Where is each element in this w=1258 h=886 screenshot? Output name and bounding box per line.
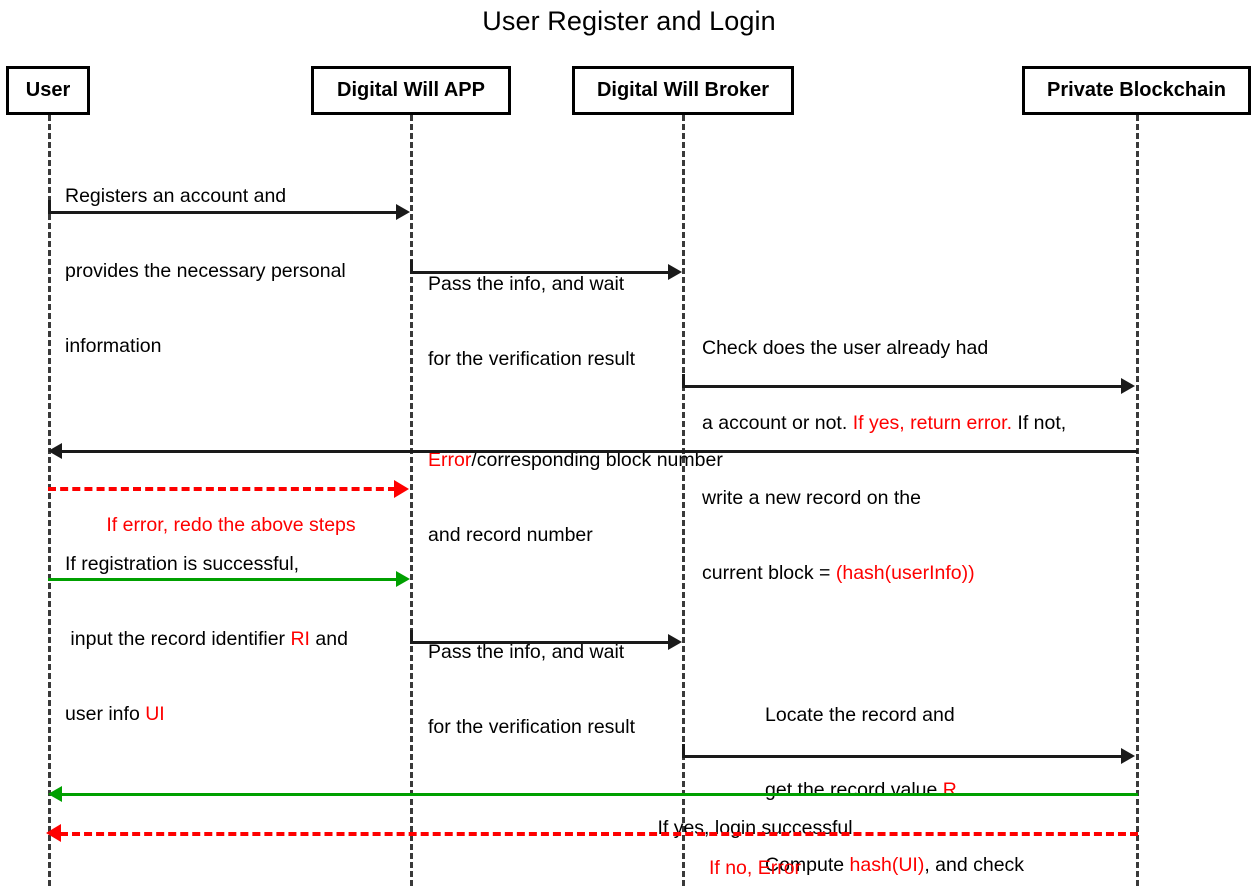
message-tail-m8 [682,744,685,756]
message-label-m3-line2: a account or not. If yes, return error. … [702,411,1066,436]
message-label-m1-line3: information [65,335,162,357]
message-label-m10-line1: If no, Error [708,857,802,879]
message-arrow-m8 [682,755,1123,758]
m6-l2-part-b: RI [290,628,310,650]
message-tail-m7 [410,630,413,642]
actor-label-user: User [25,79,71,101]
message-label-m3-line4: current block = (hash(userInfo)) [702,561,1066,586]
message-label-m5: If error, redo the above steps [56,463,406,588]
actor-box-app[interactable]: Digital Will APP [311,66,511,115]
message-label-m1-line2: provides the necessary personal [65,260,346,282]
message-arrow-m9 [62,793,1138,796]
m3-l4-part-b: (hash(userInfo)) [835,562,975,584]
message-arrow-m6 [48,578,398,581]
message-label-m4-line1: Error/corresponding block number [428,448,723,473]
message-arrowhead-m10 [46,824,61,842]
message-label-m8-line1: Locate the record and [765,704,955,726]
m3-l2-part-a: a account or not. [702,412,853,434]
m6-l2-part-a: input the record identifier [65,628,291,650]
message-arrow-m4 [62,450,1138,453]
message-label-m10: If no, Error [370,806,1140,886]
message-label-m2: Pass the info, and wait for the verifica… [428,222,635,422]
message-label-m6-line3: user info UI [65,702,348,727]
message-label-m4-line2: and record number [428,524,593,546]
message-label-m8-line3: Compute hash(UI), and check [765,853,1024,878]
message-label-m3-line1: Check does the user already had [702,337,989,359]
message-label-m6: If registration is successful, input the… [65,502,348,777]
m8-l3-part-a: Compute [765,854,850,876]
message-arrow-m2 [410,271,670,274]
m6-l3-part-a: user info [65,703,146,725]
message-label-m7: Pass the info, and wait for the verifica… [428,590,635,790]
lifeline-blockchain [1136,115,1139,886]
message-arrowhead-m4 [48,443,62,459]
message-label-m1-line1: Registers an account and [65,185,287,207]
message-tail-m3 [682,374,685,386]
actor-box-user[interactable]: User [6,66,90,115]
message-tail-m2 [410,260,413,272]
message-label-m2-line1: Pass the info, and wait [428,273,625,295]
message-label-m7-line1: Pass the info, and wait [428,641,625,663]
message-arrowhead-m9 [48,786,62,802]
message-arrowhead-m2 [668,264,682,280]
message-label-m6-line1: If registration is successful, [65,553,300,575]
m8-l2-part-c: . [956,779,963,801]
actor-label-blockchain: Private Blockchain [1047,79,1226,101]
message-label-m7-line2: for the verification result [428,716,636,738]
m3-l2-part-b: If yes, return error. [852,412,1012,434]
m8-l3-part-b: hash(UI) [849,854,925,876]
message-arrow-m7 [410,641,670,644]
message-arrowhead-m7 [668,634,682,650]
message-label-m5-line1: If error, redo the above steps [106,514,356,536]
m8-l3-part-c: , and check [924,854,1025,876]
lifeline-app [410,115,413,886]
message-label-m3-line3: write a new record on the [702,487,921,509]
actor-box-blockchain[interactable]: Private Blockchain [1022,66,1251,115]
page-title: User Register and Login [482,6,776,36]
message-arrowhead-m5 [394,480,409,498]
actor-box-broker[interactable]: Digital Will Broker [572,66,794,115]
actor-label-app: Digital Will APP [337,79,485,101]
message-arrowhead-m8 [1121,748,1135,764]
message-arrow-m3 [682,385,1123,388]
actor-label-broker: Digital Will Broker [596,79,770,101]
message-label-m4: Error/corresponding block number and rec… [428,398,723,598]
message-label-m3: Check does the user already had a accoun… [702,286,1066,636]
message-arrowhead-m3 [1121,378,1135,394]
lifeline-user [48,115,51,886]
m3-l4-part-a: current block = [702,562,836,584]
lifeline-broker [682,115,685,886]
message-arrow-m5 [48,487,396,491]
message-label-m1: Registers an account and provides the ne… [65,134,346,409]
message-arrowhead-m1 [396,204,410,220]
m4-l1-part-b: /corresponding block number [471,449,723,471]
m6-l3-part-b: UI [145,703,165,725]
message-arrowhead-m6 [396,571,410,587]
message-tail-m1 [48,200,51,212]
message-label-m2-line2: for the verification result [428,348,636,370]
message-label-m6-line2: input the record identifier RI and [65,627,348,652]
m4-l1-part-a: Error [428,449,472,471]
m6-l2-part-c: and [309,628,348,650]
m3-l2-part-c: If not, [1012,412,1067,434]
message-arrow-m10 [60,832,1138,836]
message-arrow-m1 [48,211,398,214]
